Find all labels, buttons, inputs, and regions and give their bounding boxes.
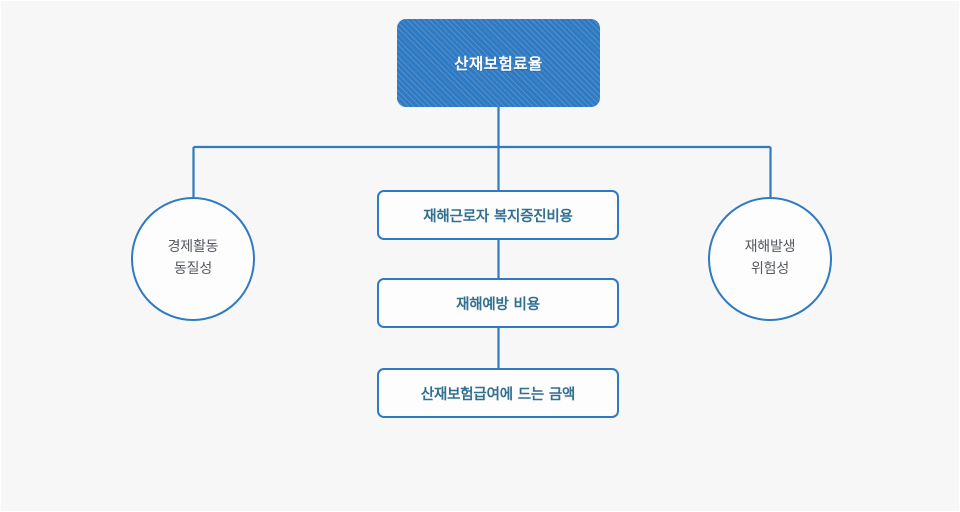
center-box-3[interactable]: 산재보험급여에 드는 금액 xyxy=(377,368,619,418)
center-box-2-label: 재해예방 비용 xyxy=(456,296,540,313)
root-node[interactable]: 산재보험료율 xyxy=(397,19,600,107)
left-circle-label-line-2: 동질성 xyxy=(173,261,213,277)
center-box-1[interactable]: 재해근로자 복지증진비용 xyxy=(377,190,619,240)
left-circle-node[interactable]: 경제활동 동질성 xyxy=(131,197,255,321)
center-box-2[interactable]: 재해예방 비용 xyxy=(377,278,619,328)
right-circle-label-line-1: 재해발생 xyxy=(744,239,796,256)
center-box-1-label: 재해근로자 복지증진비용 xyxy=(423,208,573,225)
root-node-label: 산재보험료율 xyxy=(454,55,543,73)
center-box-3-label: 산재보험급여에 드는 금액 xyxy=(420,386,576,403)
left-circle-label-line-1: 경제활동 xyxy=(167,239,219,256)
right-circle-label-line-2: 위험성 xyxy=(750,261,790,277)
right-circle-node[interactable]: 재해발생 위험성 xyxy=(708,197,832,321)
